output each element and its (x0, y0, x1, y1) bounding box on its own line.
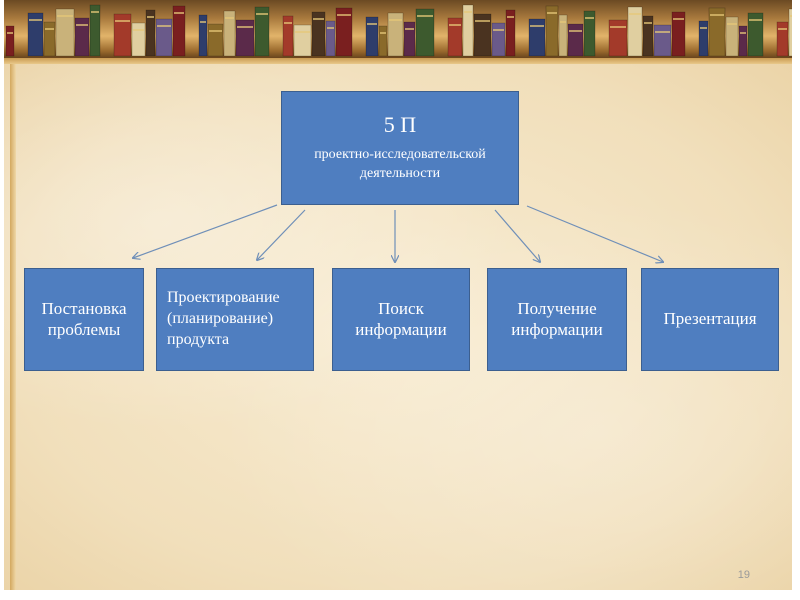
book-spine-band (449, 24, 461, 26)
book-spine-band (778, 28, 787, 30)
book-spine (208, 24, 223, 56)
book-spine-band (644, 22, 652, 24)
book-spine-band (367, 23, 377, 25)
root-subtitle: проектно-исследовательской деятельности (282, 145, 518, 184)
book-spine-band (389, 19, 402, 21)
book-spine (6, 26, 14, 56)
root-box-5p: 5 П проектно-исследовательской деятельно… (281, 91, 519, 205)
book-spine (404, 22, 415, 56)
book-spine-band (560, 21, 566, 23)
book-spine-band (327, 27, 334, 29)
book-spine (699, 21, 708, 56)
book-spine (529, 19, 545, 56)
book-spine-band (655, 31, 670, 33)
book-spine (156, 19, 172, 56)
book-spine-band (673, 18, 684, 20)
book-spine-band (475, 20, 490, 22)
book-spine-band (295, 31, 310, 33)
root-title: 5 П (384, 112, 416, 138)
book-spine-band (91, 11, 99, 13)
book-spine-band (380, 32, 386, 34)
book-spine (654, 25, 671, 56)
book-spine (326, 21, 335, 56)
book-spine-band (209, 30, 222, 32)
book-spine-band (237, 26, 253, 28)
book-spine-band (200, 21, 206, 23)
book-spine-band (740, 32, 746, 34)
book-spine-band (530, 25, 544, 27)
box-problem-statement-label: Постановка проблемы (31, 299, 137, 340)
book-spine (379, 26, 387, 56)
book-spine-band (629, 13, 641, 15)
book-spine-band (417, 15, 433, 17)
box-information-search: Поиск информации (332, 268, 470, 371)
book-spine (132, 23, 145, 56)
book-spine-band (507, 16, 514, 18)
book-spine-band (790, 15, 792, 17)
book-spine (236, 20, 254, 56)
book-spine (568, 24, 583, 56)
book-spine-band (174, 12, 184, 14)
book-spine-band (57, 15, 73, 17)
box-presentation: Презентация (641, 268, 779, 371)
book-spine (75, 18, 89, 56)
book-spine-band (493, 29, 504, 31)
book-spine-band (115, 20, 130, 22)
book-spine (492, 23, 505, 56)
book-spine-band (7, 32, 13, 34)
book-spine-band (700, 27, 707, 29)
box-design-planning: Проектирование (планирование) продукта (156, 268, 314, 371)
page-number: 19 (738, 569, 750, 581)
box-design-planning-label: Проектирование (планирование) продукта (167, 288, 307, 350)
book-spine-band (157, 25, 171, 27)
book-spine-band (313, 18, 324, 20)
book-spine (609, 20, 627, 56)
book-spine (294, 25, 311, 56)
box-information-search-label: Поиск информации (339, 299, 463, 340)
book-spine (44, 22, 55, 56)
book-spine-band (749, 19, 762, 21)
book-spine-band (569, 30, 582, 32)
box-information-obtain: Получение информации (487, 268, 627, 371)
book-spine (448, 18, 462, 56)
book-spine-band (610, 26, 626, 28)
book-spine-band (585, 17, 594, 19)
book-spine-band (256, 13, 268, 15)
book-spine-band (29, 19, 42, 21)
book-spine-band (405, 28, 414, 30)
book-spine-band (147, 16, 154, 18)
book-spine-band (727, 23, 737, 25)
book-spine-band (710, 14, 724, 16)
book-spine (739, 26, 747, 56)
box-problem-statement: Постановка проблемы (24, 268, 144, 371)
book-spine-band (133, 29, 144, 31)
bookshelf-illustration (4, 0, 792, 60)
box-information-obtain-label: Получение информации (494, 299, 620, 340)
book-spine-band (284, 22, 292, 24)
bookshelf-banner (4, 0, 792, 60)
book-spine-band (547, 12, 557, 14)
book-spine (726, 17, 738, 56)
book-spine-band (337, 14, 351, 16)
book-spine-band (45, 28, 54, 30)
book-spine-band (76, 24, 88, 26)
book-spine-band (464, 11, 472, 13)
book-spine (777, 22, 788, 56)
box-presentation-label: Презентация (663, 309, 756, 329)
book-spine-band (225, 17, 234, 19)
book-spine (366, 17, 378, 56)
